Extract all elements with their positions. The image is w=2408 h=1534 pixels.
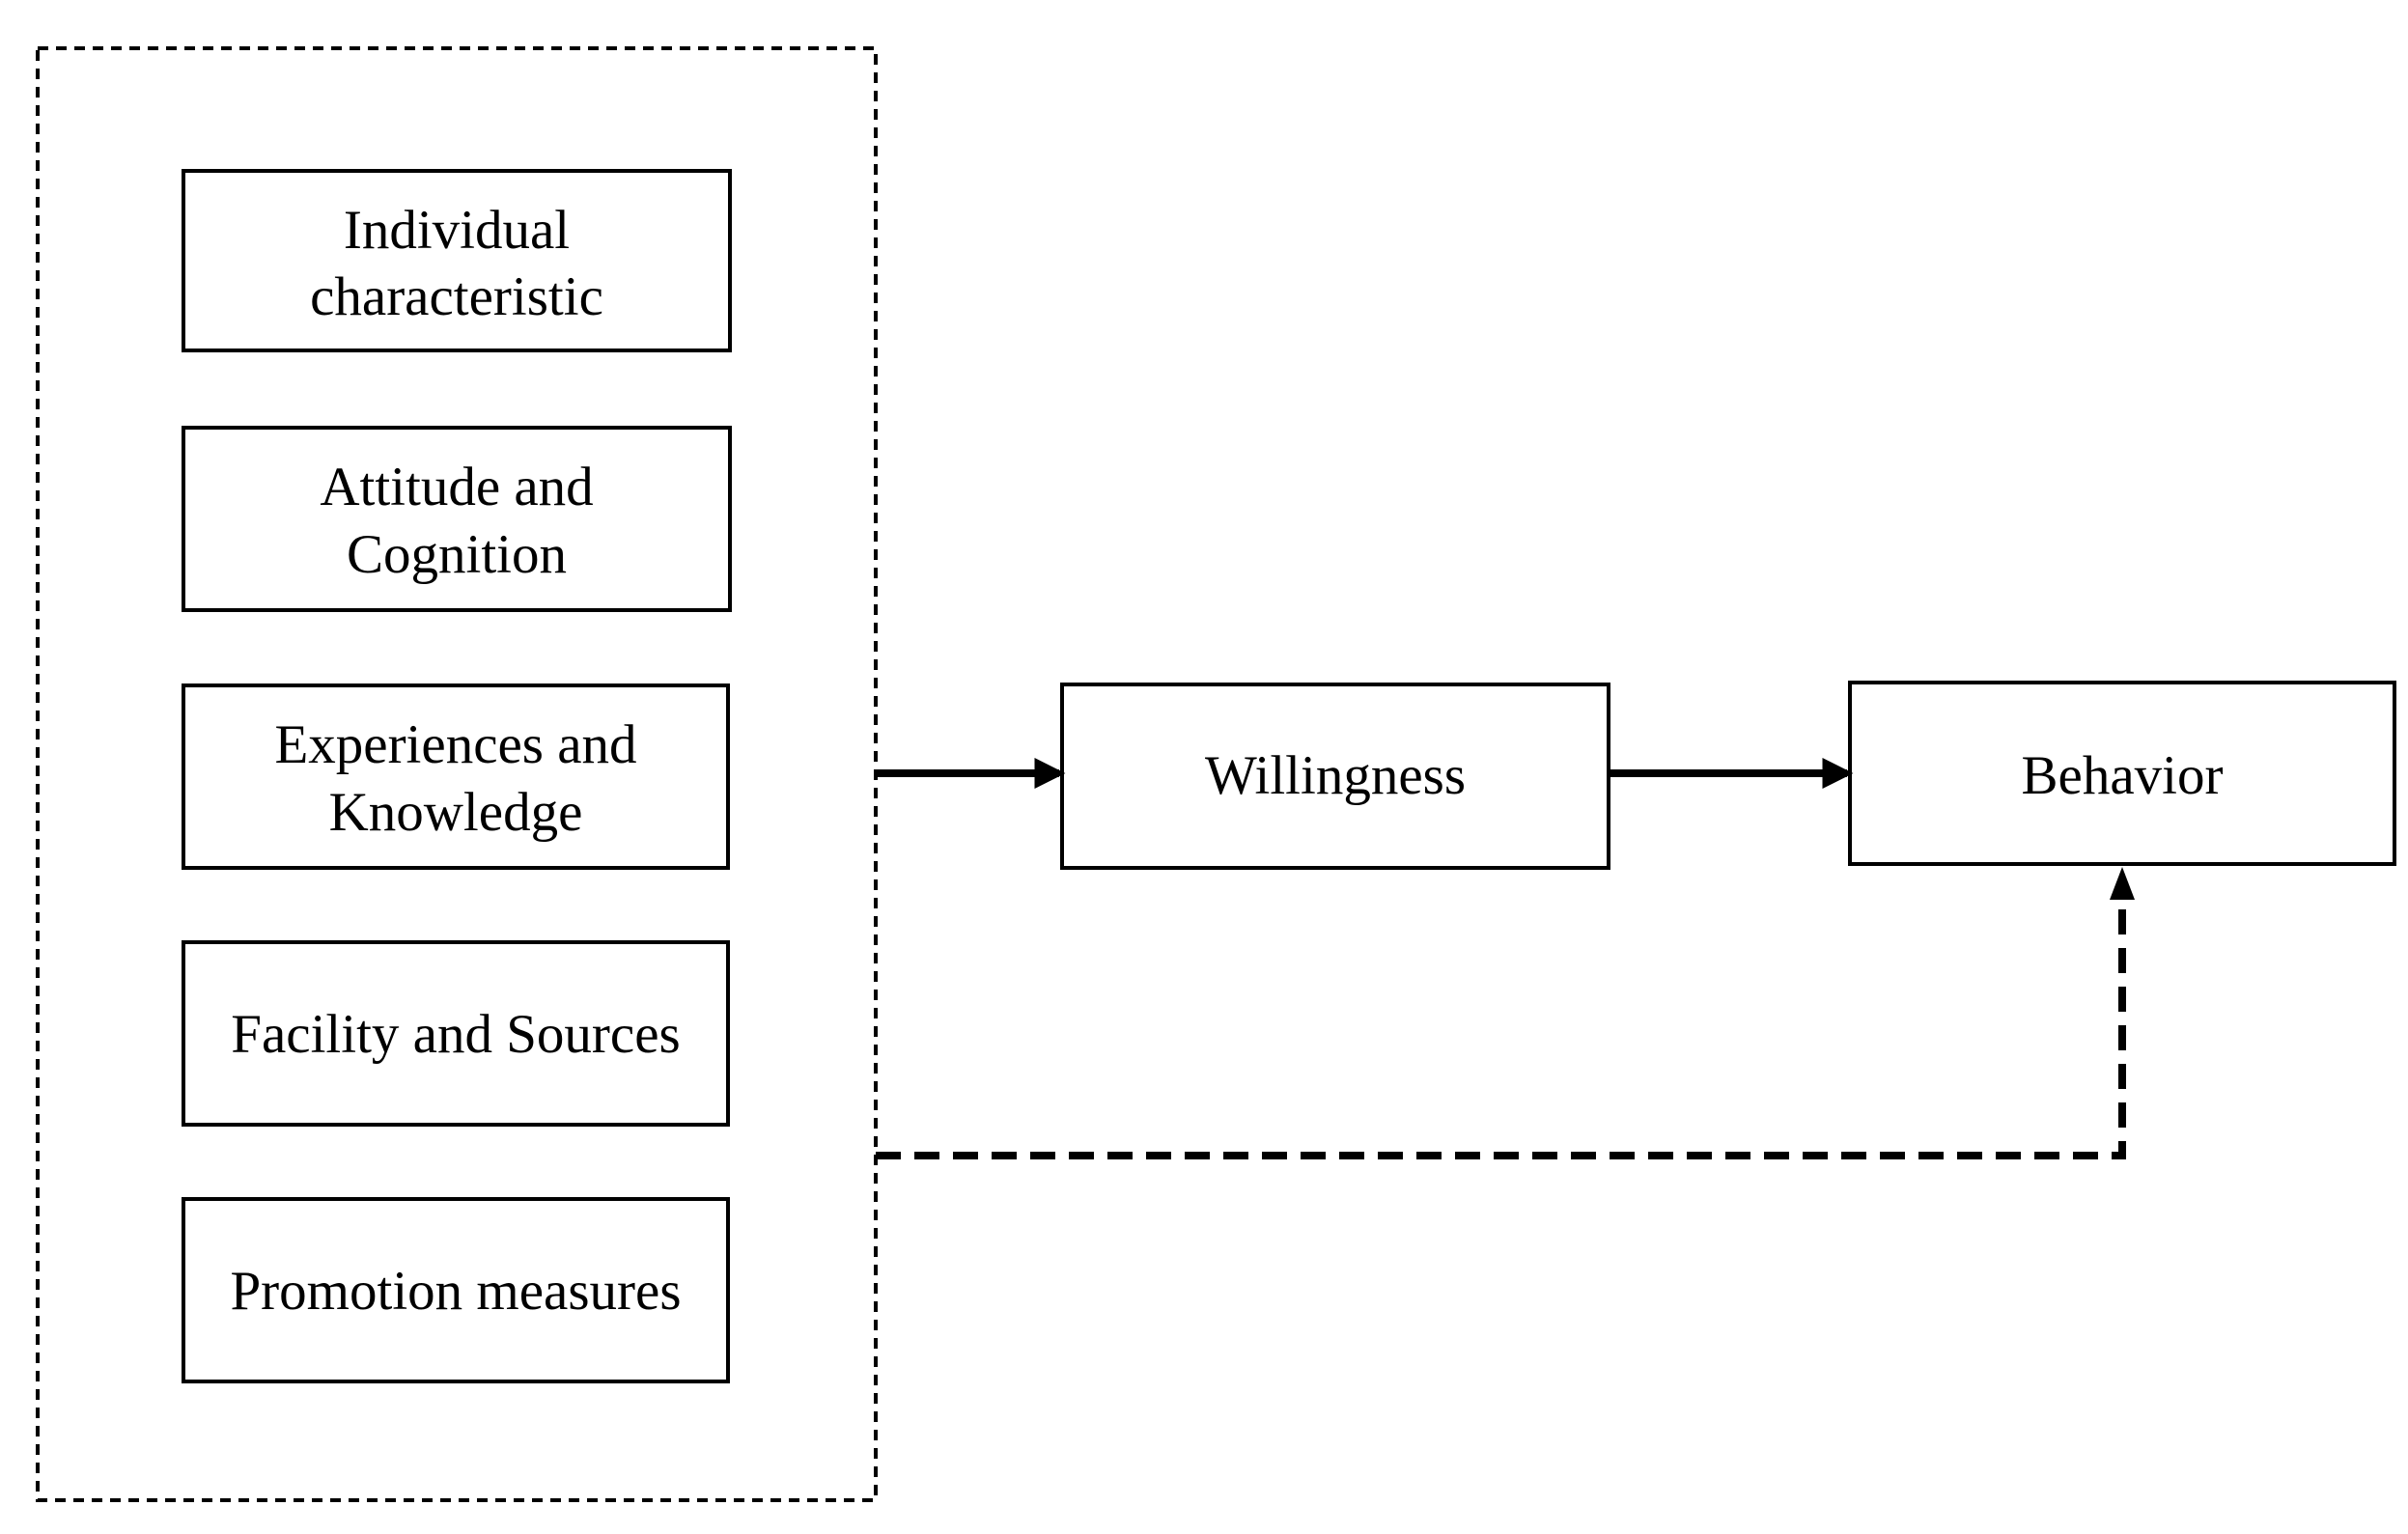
factor-box-facility: Facility and Sources <box>182 940 730 1127</box>
factor-box-experiences: Experiences and Knowledge <box>182 683 730 870</box>
factor-label-line: characteristic <box>310 266 603 327</box>
dashed-arrow-head <box>2110 867 2135 900</box>
factor-label-line: Individual <box>344 200 570 261</box>
factor-label-line: Experiences and <box>274 714 636 775</box>
factor-label-line: Knowledge <box>329 782 583 843</box>
factor-label-line: Cognition <box>347 524 567 585</box>
factor-box-promotion: Promotion measures <box>182 1197 730 1383</box>
behavior-box: Behavior <box>1848 681 2396 866</box>
factor-box-attitude: Attitude and Cognition <box>182 426 732 612</box>
behavior-label: Behavior <box>2022 745 2224 806</box>
factor-label-line: Attitude and <box>320 457 593 517</box>
factor-label: Promotion measures <box>230 1261 681 1322</box>
willingness-label: Willingness <box>1205 745 1466 806</box>
factor-label: Facility and Sources <box>231 1004 680 1065</box>
dashed-arrow-factors-to-behavior <box>876 898 2126 1159</box>
willingness-box: Willingness <box>1060 683 1610 870</box>
factor-box-individual: Individual characteristic <box>182 169 732 352</box>
